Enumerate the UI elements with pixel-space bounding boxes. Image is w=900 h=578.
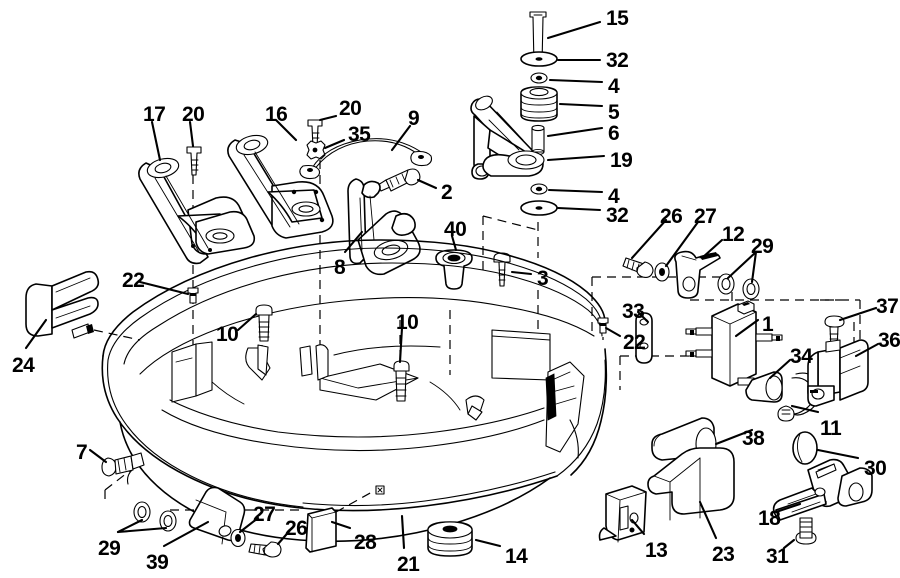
callout-20-right: 20 (339, 97, 362, 120)
part-26-screw-lower (248, 541, 282, 558)
part-1-connector-block (685, 300, 783, 387)
callout-11: 11 (820, 417, 842, 440)
part-20-screw-left (186, 146, 202, 176)
part-12-cable-anchor-bracket (674, 250, 721, 299)
part-4-washer-lower (530, 183, 548, 195)
callout-15: 15 (606, 7, 629, 30)
callout-27-lower: 27 (253, 503, 276, 526)
part-32-washer-upper (520, 51, 558, 67)
leader-lines (24, 20, 880, 550)
part-27-washer-upper (654, 262, 670, 282)
callout-1: 1 (762, 313, 774, 336)
callout-26-upper: 26 (660, 205, 683, 228)
part-29-washers-upper (717, 273, 760, 300)
part-9-ground-strap (299, 138, 433, 180)
part-21-lower-motor-cover (101, 239, 608, 543)
callout-14: 14 (505, 545, 528, 568)
callout-28: 28 (354, 531, 377, 554)
part-33-mounting-plate (635, 312, 653, 364)
part-10-screw-left (255, 304, 273, 342)
part-29-washers-lower (133, 501, 177, 532)
callout-26-lower: 26 (285, 517, 308, 540)
callout-16: 16 (265, 103, 288, 126)
callout-31: 31 (766, 545, 789, 568)
callout-36: 36 (878, 329, 900, 352)
callout-3: 3 (537, 267, 549, 290)
callout-21: 21 (397, 553, 420, 576)
part-28-pad (305, 491, 373, 553)
callout-2: 2 (441, 181, 453, 204)
part-30-ring (792, 431, 818, 465)
callout-38: 38 (742, 427, 765, 450)
part-10-screw-right (393, 360, 410, 402)
part-4-washer-upper (530, 72, 548, 84)
part-5-rubber-mount (520, 86, 558, 122)
callout-32-upper: 32 (606, 49, 629, 72)
callout-13: 13 (645, 539, 668, 562)
callout-12: 12 (722, 223, 745, 246)
callout-34: 34 (790, 345, 813, 368)
part-23-rubber-seal (647, 447, 735, 521)
part-13-support-bracket (598, 485, 647, 543)
callout-37: 37 (876, 295, 899, 318)
callout-10-right: 10 (396, 311, 419, 334)
callout-17: 17 (143, 103, 166, 126)
callout-22-right: 22 (623, 331, 646, 354)
part-39-rubber-bumper (188, 486, 246, 545)
part-27-washer-lower (230, 528, 246, 548)
callout-20-left: 20 (182, 103, 205, 126)
callout-29-upper: 29 (751, 235, 774, 258)
callout-23: 23 (712, 543, 735, 566)
part-22-rivet-left (187, 287, 199, 304)
callout-27-upper: 27 (694, 205, 717, 228)
part-6-spacer-sleeve (531, 124, 545, 156)
callout-8: 8 (334, 256, 346, 279)
callout-4-upper: 4 (608, 75, 620, 98)
callout-4-lower: 4 (608, 185, 620, 208)
callout-18: 18 (758, 507, 781, 530)
callout-10-left: 10 (216, 323, 239, 346)
callout-32-lower: 32 (606, 204, 629, 227)
part-14-grommet (427, 521, 473, 557)
part-24-latch-handle (25, 270, 141, 341)
part-36-clamp-bracket (807, 339, 869, 407)
callout-29-lower: 29 (98, 537, 121, 560)
part-31-screw (795, 517, 817, 545)
part-17-port-steering-arm (138, 157, 256, 265)
part-2-screw (377, 168, 421, 192)
callout-24: 24 (12, 354, 35, 377)
callout-7: 7 (76, 441, 88, 464)
callout-39: 39 (146, 551, 169, 574)
part-22-rivet-right (597, 317, 609, 334)
part-26-screw-upper (622, 257, 654, 278)
interior-clips (245, 344, 485, 421)
part-7-drain-screw (101, 452, 145, 477)
callout-19: 19 (610, 149, 633, 172)
callout-35: 35 (348, 123, 371, 146)
callout-33: 33 (622, 300, 645, 323)
callout-5: 5 (608, 101, 620, 124)
part-35-lock-washer (306, 140, 326, 160)
callout-22-left: 22 (122, 269, 145, 292)
part-34-cap-plug (745, 371, 783, 403)
part-19-upper-mount-bracket (470, 95, 545, 180)
callout-6: 6 (608, 122, 620, 145)
callout-9: 9 (408, 107, 420, 130)
callout-40: 40 (444, 218, 467, 241)
part-16-starboard-steering-arm (227, 134, 334, 239)
callout-30: 30 (864, 457, 887, 480)
part-32-washer-lower (520, 200, 558, 216)
